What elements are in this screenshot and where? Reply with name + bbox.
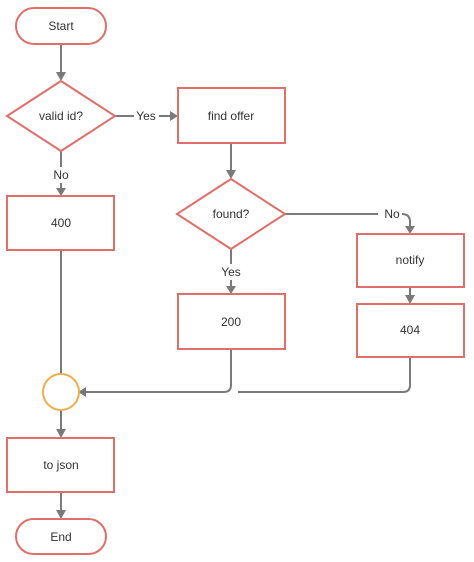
edge-label-valid-yes: Yes [136,109,156,123]
node-valid-id: valid id? [5,79,117,153]
node-start-label: Start [48,19,74,33]
arrowhead [56,429,66,438]
edge-label-found-no: No [384,207,400,221]
node-found-label: found? [213,207,250,221]
node-to-json-label: to json [43,458,78,472]
node-to-json: to json [6,437,115,493]
node-400-label: 400 [51,216,71,230]
node-find-offer-label: find offer [208,109,254,123]
edge-label-valid-no: No [53,168,69,182]
arrowhead [56,72,66,81]
node-end-label: End [50,530,71,544]
arrowhead [405,226,415,234]
arrowhead [226,170,236,179]
arrowhead [170,111,178,121]
node-200-label: 200 [221,315,241,329]
node-400: 400 [6,195,115,251]
node-start: Start [15,7,107,45]
edge-found-no [401,213,411,228]
arrowhead [226,286,236,294]
arrowhead [56,510,66,519]
merge-node [42,373,80,411]
node-end: End [15,518,107,555]
arrowhead [78,387,86,397]
node-200: 200 [177,293,286,350]
node-404: 404 [356,303,465,358]
arrowhead [405,295,415,304]
node-notify-label: notify [396,253,425,267]
edge-label-found-yes: Yes [221,265,241,279]
node-find-offer: find offer [177,87,286,144]
edge-200-to-merge [84,349,232,393]
arrowhead [56,188,66,196]
node-notify: notify [356,233,465,288]
edge-404-to-merge [238,357,411,393]
node-found: found? [175,177,287,251]
node-valid-id-label: valid id? [39,109,83,123]
node-404-label: 404 [400,323,420,337]
